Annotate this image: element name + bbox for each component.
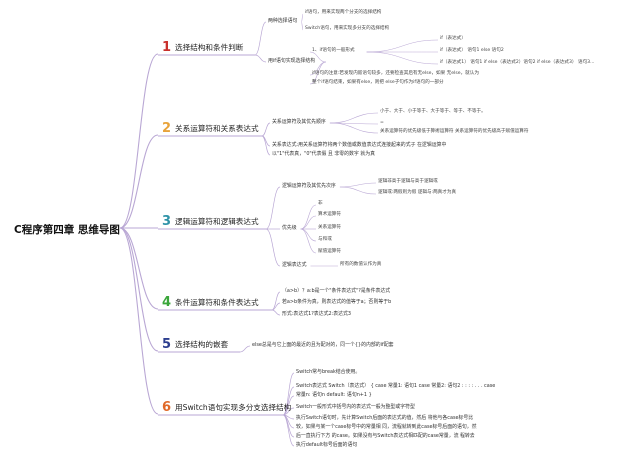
child-node: Switch一般形式中括号内的表达式一般为整型或字符型 bbox=[296, 404, 415, 410]
connector-line bbox=[309, 61, 326, 85]
connector-line bbox=[119, 227, 159, 415]
connector-line bbox=[119, 227, 159, 352]
connector-line bbox=[301, 21, 304, 31]
connector-line bbox=[254, 21, 267, 56]
child-node: 常量n: 语句n default: 语句n+1 } bbox=[296, 392, 372, 398]
grandchild-node: if语句的注意:若发现内嵌语句较多，还要检查其后有无else，如果 无else，… bbox=[312, 71, 479, 76]
connector-line bbox=[300, 228, 317, 242]
grandchild-node: 逻辑或:两假则为假 逻辑与:两真才为真 bbox=[378, 190, 457, 195]
root-title: C程序第四章 思维导图 bbox=[14, 224, 120, 236]
child-node: 逻辑表达式 bbox=[282, 262, 307, 268]
connector-line bbox=[300, 215, 317, 230]
connector-lines bbox=[119, 13, 439, 447]
branch-label: 选择结构和条件判断 bbox=[175, 43, 244, 52]
branch-number: 4 bbox=[162, 295, 172, 310]
child-node: 形式:表达式1?表达式2:表达式3 bbox=[282, 311, 352, 317]
grandchild-node: 1、if语句的一般形式 bbox=[312, 48, 355, 53]
grandchild-node: 赋值运算符 bbox=[318, 249, 341, 254]
branch-number: 2 bbox=[162, 121, 172, 136]
child-node: 后一直执行下方 的case。如果没有与Switch表达式相匹配的case常量，流… bbox=[296, 433, 475, 439]
child-node: 较，如果与某一个case标号中的常量相 同，流程就转到此case标号后面的语句，… bbox=[296, 424, 477, 430]
branch-underlines bbox=[158, 54, 283, 416]
connector-line bbox=[282, 414, 295, 447]
connector-line bbox=[339, 182, 377, 188]
connector-line bbox=[309, 51, 326, 63]
grandchild-node: 关系运算符的优先级低于算術运算符 关系运算符的优先级高于赋值运算符 bbox=[380, 129, 529, 134]
grandchild-node: 非 bbox=[318, 201, 323, 206]
connector-line bbox=[239, 345, 251, 353]
child-node: Switch表达式 Switch（表达式） { case 常量1: 语句1 ca… bbox=[296, 383, 496, 389]
connector-line bbox=[261, 122, 271, 137]
child-node: 以"1"代表真，"0"代表假 且 非零的数字 就为真 bbox=[272, 151, 376, 157]
connector-line bbox=[282, 395, 295, 416]
child-node: 执行default标号后面的语句 bbox=[296, 442, 358, 448]
connector-line bbox=[271, 309, 281, 316]
connector-line bbox=[329, 122, 379, 134]
connector-line bbox=[301, 13, 304, 23]
grandchild-node: 算术运算符 bbox=[318, 212, 341, 217]
child-node: Switch常与break结合使用。 bbox=[296, 369, 361, 375]
grandchild-node: = bbox=[380, 120, 384, 125]
connector-line bbox=[366, 51, 439, 65]
connector-line bbox=[339, 186, 377, 195]
connector-line bbox=[119, 53, 159, 229]
branch-number: 5 bbox=[162, 337, 172, 352]
connector-line bbox=[300, 204, 317, 230]
child-node: 关系表达式:用关系运算符将两个数值或数值表达式连接起来的式子 在逻辑运算中 bbox=[272, 142, 447, 148]
connector-line bbox=[300, 228, 317, 254]
connector-line bbox=[261, 135, 271, 156]
connector-line bbox=[366, 39, 439, 53]
connector-line bbox=[254, 54, 267, 63]
connector-line bbox=[282, 372, 295, 416]
grandchild-node: if语句，用来实现两个分支的选择结构 bbox=[305, 10, 382, 15]
grandchild-node: 所有的数值认作为真 bbox=[340, 262, 382, 267]
grandchild-node: 关系运算符 bbox=[318, 225, 341, 230]
child-node: else总是与它上面的最近的且为配对的，同一个{}的内部的if配套 bbox=[252, 342, 394, 348]
great-grandchild-node: if（表达式） 语句1 else 语句2 bbox=[440, 48, 504, 53]
grandchild-node: Switch语句，用来实现多分支的选择结构 bbox=[305, 26, 390, 31]
connector-line bbox=[282, 414, 295, 438]
branch-label: 用Switch语句实现多分支选择结构 bbox=[175, 403, 292, 412]
branch-label: 选择结构的嵌套 bbox=[175, 340, 229, 349]
child-node: （a>b）？a:b是一个"条件表达式"?是条件表达式 bbox=[282, 288, 391, 294]
grandchild-node: 小于、大于、小于等于、大于等于、等于、不等于。 bbox=[380, 109, 486, 114]
branch-number: 3 bbox=[162, 214, 172, 229]
child-node: 两种选择语句 bbox=[268, 18, 298, 24]
child-node: 用if语句实现选择结构 bbox=[268, 58, 316, 64]
branch-label: 条件运算符和条件表达式 bbox=[175, 298, 259, 307]
branch-number: 6 bbox=[162, 400, 172, 415]
great-grandchild-node: if（表达式） bbox=[440, 36, 466, 41]
child-node: 关系运算符及其优先顺序 bbox=[272, 119, 326, 125]
child-node: 若a>b条件为真，则表达式的值等于a；否则等于b bbox=[282, 299, 392, 305]
grandchild-node: 与和或 bbox=[318, 237, 332, 242]
connector-line bbox=[329, 112, 379, 124]
branch-label: 关系运算符和关系表达式 bbox=[175, 124, 259, 133]
great-grandchild-node: if（表达式1） 语句1 if else（表达式2）语句2 if else（表达… bbox=[440, 60, 595, 65]
connector-line bbox=[119, 227, 159, 310]
child-node: 优先级 bbox=[282, 225, 297, 231]
branch-label: 逻辑运算符和逻辑表达式 bbox=[175, 217, 259, 226]
child-node: 执行Switch语句时，先计算Switch后面的表达式的值，然后 将他与各cas… bbox=[296, 415, 474, 421]
grandchild-node: 逻辑非高于逻辑与高于逻辑或 bbox=[378, 179, 438, 184]
connector-line bbox=[265, 186, 281, 230]
child-node: 逻辑运算符及其优先次序 bbox=[282, 183, 336, 189]
connector-line bbox=[119, 134, 159, 229]
connector-line bbox=[265, 228, 281, 267]
connector-line bbox=[271, 291, 281, 311]
grandchild-node: 整个if语句结束，如果有else，则把 else子句作为if语句的一部分 bbox=[312, 80, 444, 85]
branch-number: 1 bbox=[162, 40, 172, 55]
